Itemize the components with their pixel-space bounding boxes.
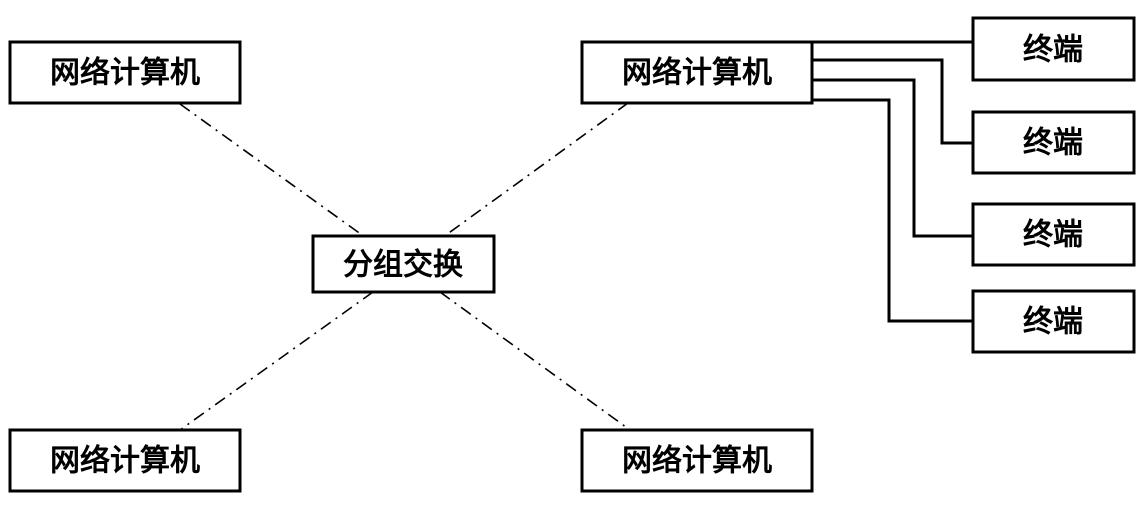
- link-top-left-to-switch: [179, 103, 363, 236]
- link-to-terminal-3: [812, 78, 973, 238]
- node-label: 网络计算机: [50, 56, 200, 91]
- link-top-right-to-switch: [445, 102, 629, 236]
- network-computer-top-right: 网络计算机: [580, 40, 814, 105]
- node-label: 终端: [1023, 305, 1083, 340]
- node-label: 网络计算机: [50, 444, 200, 479]
- terminal-4: 终端: [971, 289, 1136, 354]
- network-computer-top-left: 网络计算机: [8, 40, 242, 105]
- terminal-2: 终端: [971, 110, 1136, 175]
- node-label: 网络计算机: [622, 56, 772, 91]
- network-computer-bottom-left: 网络计算机: [8, 428, 242, 493]
- terminal-3: 终端: [971, 202, 1136, 267]
- link-switch-to-bottom-left: [179, 291, 374, 431]
- network-computer-bottom-right: 网络计算机: [580, 428, 814, 493]
- packet-links: [179, 102, 631, 431]
- node-label: 网络计算机: [622, 444, 772, 479]
- terminal-links: [812, 40, 973, 323]
- link-to-terminal-4: [812, 98, 973, 323]
- node-label: 分组交换: [343, 248, 464, 283]
- node-label: 终端: [1023, 126, 1083, 161]
- packet-switch: 分组交换: [311, 234, 496, 294]
- terminal-1: 终端: [971, 16, 1136, 82]
- node-label: 终端: [1023, 33, 1083, 68]
- link-switch-to-bottom-right: [439, 291, 631, 431]
- node-label: 终端: [1023, 218, 1083, 253]
- link-to-terminal-2: [812, 58, 973, 145]
